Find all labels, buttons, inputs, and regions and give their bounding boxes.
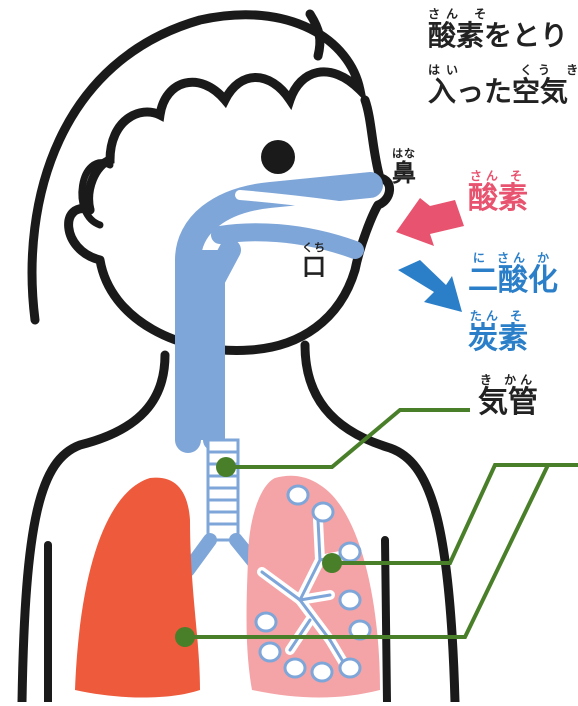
mouth-text: 口	[302, 255, 326, 279]
nose-ruby: はな	[392, 148, 416, 159]
eye	[261, 140, 295, 174]
co2-text-2: 炭素	[468, 324, 528, 354]
oxygen-text: 酸素	[468, 184, 528, 214]
trachea	[208, 440, 238, 540]
mouth-ruby: くち	[302, 242, 326, 253]
title-line-1-text: 酸素をとり	[428, 22, 568, 50]
oxygen-arrow	[396, 198, 464, 246]
title-line-2: はい くう き 入った空気	[428, 64, 578, 106]
trachea-text: 気管	[478, 388, 538, 418]
hair-tuft	[310, 14, 320, 56]
throat-fill	[182, 250, 224, 440]
title-line-2-ruby-1: はい	[428, 63, 464, 77]
title-line-2-ruby-2: くう き	[520, 63, 578, 77]
title-line-2-ruby: はい くう き	[428, 64, 578, 76]
co2-text-1: 二酸化	[468, 266, 558, 296]
trachea-label: き かん 気管	[478, 374, 538, 418]
oxygen-label: さん そ 酸素	[468, 170, 528, 214]
lung-left	[75, 478, 200, 698]
title-line-2-text: 入った空気	[428, 78, 578, 106]
nose-text: 鼻	[392, 161, 416, 185]
title-line-1: さん そ 酸素をとり	[428, 8, 568, 50]
co2-arrow	[398, 260, 462, 312]
co2-label-line-2: たん そ 炭素	[468, 310, 528, 354]
co2-label-line-1: に さん か 二酸化	[468, 252, 558, 296]
mouth-label: くち 口	[302, 242, 326, 279]
nose-label: はな 鼻	[392, 148, 416, 185]
